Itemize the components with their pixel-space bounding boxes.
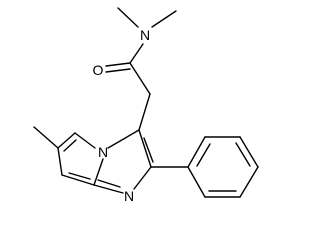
bond-c7-c8: [61, 174, 95, 186]
bond-carbonyl-oxygen-1: [105, 62, 131, 67]
bond-c5-c6: [57, 132, 76, 149]
amide-nitrogen-label: N: [140, 27, 150, 43]
bond-n-methyl-right: [151, 10, 177, 28]
bond-c3-c2-inner: [143, 137, 154, 163]
bond-c8a-n4: [93, 158, 104, 186]
bond-n1-c8a: [93, 184, 124, 194]
bond-phenyl-1: [187, 136, 206, 168]
bond-carbonyl-ch2: [129, 62, 151, 95]
bond-ch2-c3: [138, 93, 151, 131]
bond-c2-n1: [133, 166, 152, 190]
bond-n-carbonyl: [129, 43, 144, 64]
bond-c7-c8-inner: [68, 172, 91, 180]
bond-phenyl-3: [239, 136, 259, 168]
chemical-structure-diagram: N O N N: [33, 7, 259, 204]
bond-phenyl-inner-1: [196, 143, 211, 167]
bond-phenyl-4: [239, 166, 259, 198]
bond-c6-c7: [57, 147, 63, 176]
bond-c5-c6-inner: [63, 139, 77, 152]
bond-c6-methyl: [33, 126, 59, 149]
bond-n1-c8a-inner: [97, 179, 121, 188]
bridgehead-nitrogen-label: N: [98, 144, 108, 160]
carbonyl-oxygen-label: O: [93, 62, 104, 78]
bond-carbonyl-oxygen-2: [105, 68, 131, 73]
bond-c3-n4: [107, 129, 140, 149]
bond-n-methyl-left: [117, 7, 139, 28]
bond-c3-c2: [138, 129, 152, 168]
bond-phenyl-6: [187, 166, 206, 198]
bond-phenyl-inner-2: [235, 142, 251, 167]
imidazole-nitrogen-label: N: [124, 188, 134, 204]
bond-n4-c5: [74, 132, 96, 149]
